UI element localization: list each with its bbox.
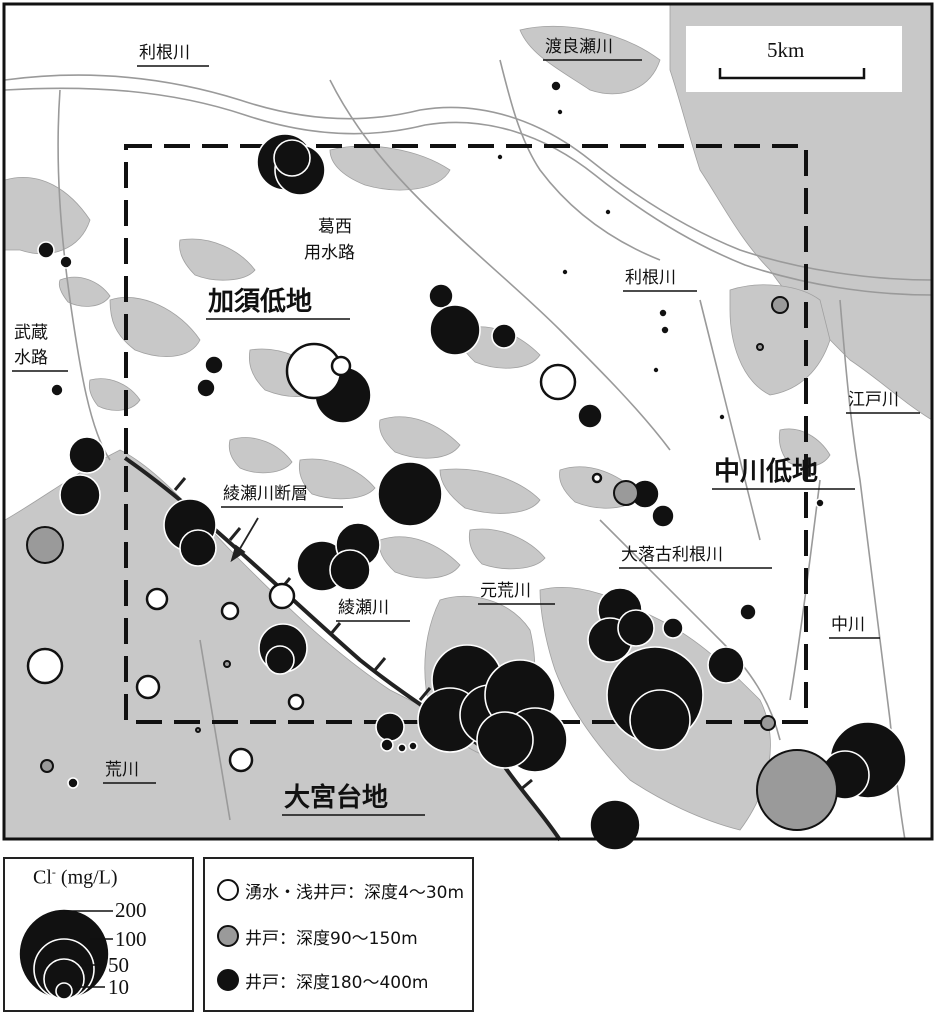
label-omiya-upland: 大宮台地 [284, 782, 388, 813]
label-ayase-fault: 綾瀬川断層 [223, 484, 308, 504]
well-type-legend: 湧水・浅井戸：深度4～30m 井戸：深度90～150m 井戸：深度180～400… [203, 857, 474, 1012]
concentration-value-10: 10 [108, 975, 129, 999]
legend-row-deep: 井戸：深度180～400m [217, 965, 428, 995]
label-musashi-canal-2: 水路 [14, 348, 48, 368]
scale-bar: 5km [686, 26, 902, 92]
map-frame [2, 2, 934, 841]
concentration-value-200: 200 [115, 898, 147, 922]
label-old-tone-river: 大落古利根川 [621, 545, 723, 565]
label-ara-river: 荒川 [105, 760, 139, 780]
gray-circle-icon [217, 925, 239, 947]
river-lines [4, 59, 933, 841]
label-kasai-canal-1: 葛西 [318, 217, 352, 237]
label-kazo-lowland: 加須低地 [208, 287, 312, 317]
fault-label-arrow [230, 517, 259, 563]
groundwater-chloride-map: 利根川 渡良瀬川 利根川 葛西 用水路 加須低地 武蔵 水路 江戸川 中川低地 … [2, 2, 934, 850]
legend-label-shallow: 湧水・浅井戸：深度4～30m [245, 882, 465, 903]
black-circle-icon [217, 969, 239, 991]
legend-label-mid: 井戸：深度90～150m [245, 928, 418, 949]
label-tone-river-nw: 利根川 [139, 43, 190, 63]
white-circle-icon [217, 879, 239, 901]
label-moto-ara-river: 元荒川 [480, 581, 531, 601]
label-edo-river: 江戸川 [848, 390, 899, 410]
concentration-circles [18, 908, 113, 1000]
concentration-value-100: 100 [115, 927, 147, 951]
label-musashi-canal-1: 武蔵 [14, 323, 48, 343]
label-watarase-river: 渡良瀬川 [545, 37, 613, 57]
well-markers [26, 80, 907, 850]
legend-row-mid: 井戸：深度90～150m [217, 921, 418, 951]
label-ayase-river: 綾瀬川 [338, 598, 389, 618]
concentration-value-50: 50 [108, 953, 129, 977]
legend-label-deep: 井戸：深度180～400m [245, 972, 429, 993]
label-tone-river-e: 利根川 [625, 268, 676, 288]
legend-row-shallow: 湧水・浅井戸：深度4～30m [217, 875, 464, 905]
scale-bar-label: 5km [767, 38, 804, 62]
map-labels: 利根川 渡良瀬川 利根川 葛西 用水路 加須低地 武蔵 水路 江戸川 中川低地 … [12, 37, 920, 816]
label-nakagawa-lowland: 中川低地 [714, 457, 818, 487]
label-naka-river: 中川 [831, 615, 865, 635]
label-kasai-canal-2: 用水路 [304, 243, 355, 263]
concentration-legend-title: Cl- (mg/L) [33, 865, 118, 889]
concentration-legend: Cl- (mg/L) 200 100 50 10 [3, 857, 194, 1012]
